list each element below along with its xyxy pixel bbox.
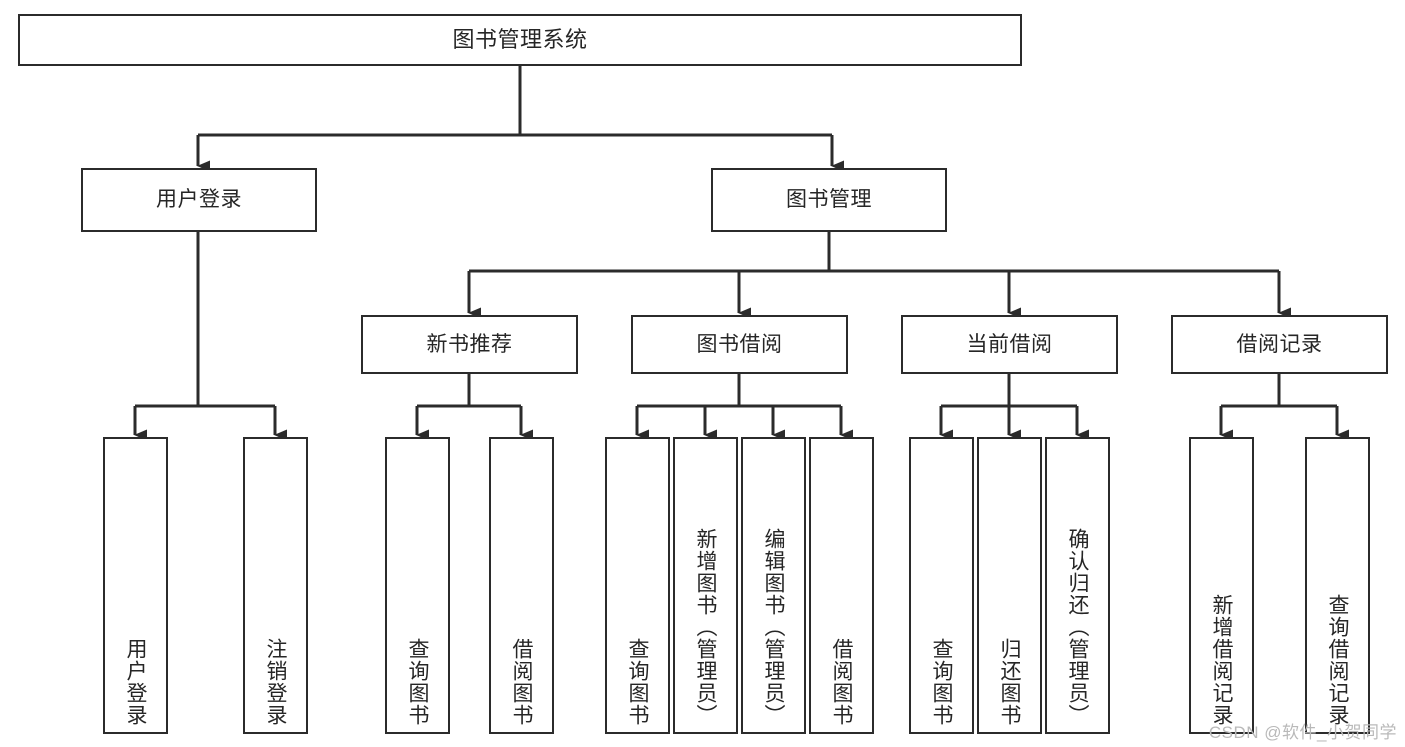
leaf-user-login[interactable]: 用户登录 [103,437,168,734]
node-label: 图书管理 [786,188,872,212]
node-label: 查询借阅记录 [1326,594,1349,726]
node-borrow-record[interactable]: 借阅记录 [1171,315,1388,374]
leaf-borrow-query-book[interactable]: 查询图书 [605,437,670,734]
node-book-manage[interactable]: 图书管理 [711,168,947,232]
node-new-book-recommend[interactable]: 新书推荐 [361,315,578,374]
node-label: 新增图书（管理员） [694,528,717,726]
node-label: 新增借阅记录 [1210,594,1233,726]
leaf-borrow-edit-book-admin[interactable]: 编辑图书（管理员） [741,437,806,734]
node-label: 借阅记录 [1236,332,1323,356]
node-label: 编辑图书（管理员） [762,528,785,726]
node-label: 用户登录 [156,188,242,212]
node-label: 查询图书 [626,638,649,726]
leaf-current-confirm-return-admin[interactable]: 确认归还（管理员） [1045,437,1110,734]
leaf-record-add[interactable]: 新增借阅记录 [1189,437,1254,734]
leaf-borrow-borrow-book[interactable]: 借阅图书 [809,437,874,734]
node-current-borrow[interactable]: 当前借阅 [901,315,1118,374]
node-label: 归还图书 [998,638,1021,726]
csdn-watermark: CSDN @软件_小贺同学 [1208,723,1397,742]
node-label: 查询图书 [406,638,429,726]
node-label: 新书推荐 [426,332,513,356]
node-book-borrow[interactable]: 图书借阅 [631,315,848,374]
leaf-record-query[interactable]: 查询借阅记录 [1305,437,1370,734]
node-label: 查询图书 [930,638,953,726]
leaf-logout[interactable]: 注销登录 [243,437,308,734]
leaf-recommend-query-book[interactable]: 查询图书 [385,437,450,734]
node-label: 借阅图书 [510,638,533,726]
leaf-recommend-borrow-book[interactable]: 借阅图书 [489,437,554,734]
node-label: 图书借阅 [696,332,783,356]
node-user-login[interactable]: 用户登录 [81,168,317,232]
leaf-current-return-book[interactable]: 归还图书 [977,437,1042,734]
node-label: 图书管理系统 [452,26,588,52]
leaf-borrow-add-book-admin[interactable]: 新增图书（管理员） [673,437,738,734]
node-root-system[interactable]: 图书管理系统 [18,14,1022,66]
leaf-current-query-book[interactable]: 查询图书 [909,437,974,734]
node-label: 当前借阅 [966,332,1053,356]
node-label: 借阅图书 [830,638,853,726]
node-label: 用户登录 [124,638,147,726]
node-label: 确认归还（管理员） [1066,528,1089,726]
node-label: 注销登录 [264,638,287,726]
